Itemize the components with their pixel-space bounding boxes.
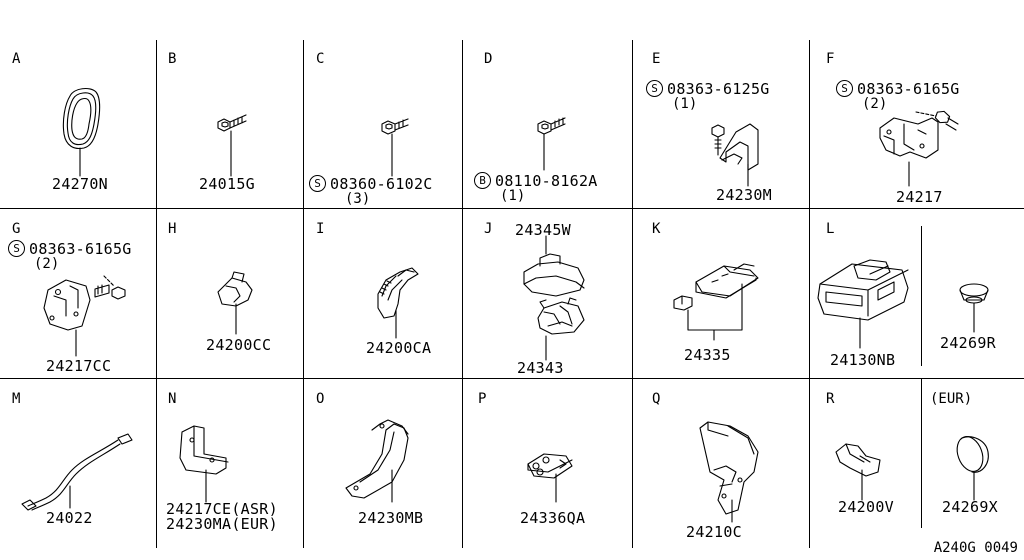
part-number[interactable]: 24015G	[199, 175, 255, 193]
part-number[interactable]: 24130NB	[830, 351, 896, 369]
divider	[462, 378, 463, 548]
divider	[809, 208, 810, 378]
divider	[156, 378, 157, 548]
divider	[921, 378, 922, 528]
divider	[462, 208, 463, 378]
quantity: (3)	[345, 191, 371, 207]
bracket-drawing-g	[43, 275, 126, 357]
cell-letter-o: O	[316, 391, 325, 407]
divider	[0, 378, 1024, 379]
cell-letter-e: E	[652, 51, 661, 67]
clamp-drawing-i	[377, 267, 419, 339]
divider	[156, 40, 157, 208]
part-number[interactable]: 24230M	[716, 186, 772, 204]
cell-letter-d: D	[484, 51, 493, 67]
diagram-code: A240G 0049	[933, 540, 1018, 556]
part-number[interactable]: 24022	[46, 509, 93, 527]
divider	[632, 208, 633, 378]
cell-letter-p: P	[478, 391, 487, 407]
quantity: (2)	[862, 96, 888, 112]
part-number[interactable]: 24336QA	[520, 509, 586, 527]
divider	[809, 378, 810, 548]
part-number[interactable]: 24210C	[686, 523, 742, 541]
bolt-reference[interactable]: 08363-6165G	[29, 240, 132, 258]
divider	[303, 378, 304, 548]
standard-part-circle: S	[8, 240, 25, 257]
bolt-drawing-d	[537, 117, 566, 171]
part-number[interactable]: 24200CC	[206, 336, 272, 354]
cell-letter-r: R	[826, 391, 835, 407]
bolt-reference[interactable]: 08360-6102C	[330, 175, 433, 193]
cell-letter-a: A	[12, 51, 21, 67]
cell-letter-b: B	[168, 51, 177, 67]
part-number[interactable]: 24335	[684, 346, 731, 364]
divider	[462, 40, 463, 208]
divider	[632, 378, 633, 548]
divider	[632, 40, 633, 208]
standard-part-circle: S	[836, 80, 853, 97]
divider	[921, 226, 922, 366]
part-number[interactable]: 24217CE(ASR)	[166, 500, 278, 518]
quantity: (1)	[672, 96, 698, 112]
part-number[interactable]: 24217	[896, 188, 943, 206]
divider	[303, 208, 304, 378]
cell-letter-f: F	[826, 51, 835, 67]
clip-drawing-h	[217, 271, 253, 335]
bracket-drawing-e	[711, 123, 759, 187]
part-number[interactable]: 24345W	[515, 221, 571, 239]
cell-letter-m: M	[12, 391, 21, 407]
divider	[809, 40, 810, 208]
part-number[interactable]: 24200CA	[366, 339, 432, 357]
bracket-drawing-f	[879, 110, 959, 187]
cell-letter-l: L	[826, 221, 835, 237]
bolt-reference[interactable]: 08110-8162A	[495, 172, 598, 190]
cell-letter-n: N	[168, 391, 177, 407]
cell-letter-h: H	[168, 221, 177, 237]
cell-letter-q: Q	[652, 391, 661, 407]
part-number[interactable]: 24217CC	[46, 357, 112, 375]
ecm-box-drawing-l	[817, 259, 909, 349]
bracket-drawing-n	[179, 425, 229, 503]
plug-drawing-eur	[956, 436, 989, 501]
quantity: (1)	[500, 188, 526, 204]
part-number[interactable]: 24270N	[52, 175, 108, 193]
cell-letter-j: J	[484, 221, 493, 237]
bolt-reference[interactable]: 08363-6125G	[667, 80, 770, 98]
bolt-drawing-b	[217, 114, 247, 177]
part-number[interactable]: 24343	[517, 359, 564, 377]
cell-letter-g: G	[12, 221, 21, 237]
bolt-drawing-c	[381, 118, 409, 177]
standard-part-circle: S	[646, 80, 663, 97]
quantity: (2)	[34, 256, 60, 272]
connector-drawing-p	[527, 453, 573, 503]
part-number[interactable]: 24200V	[838, 498, 894, 516]
bolt-reference[interactable]: 08363-6165G	[857, 80, 960, 98]
plug-drawing-l	[959, 283, 989, 333]
part-number[interactable]: 24269R	[940, 334, 996, 352]
gasket-ring-drawing	[62, 87, 101, 177]
cell-letter-i: I	[316, 221, 325, 237]
part-number[interactable]: 24230MB	[358, 509, 424, 527]
part-number[interactable]: 24269X	[942, 498, 998, 516]
bracket-drawing-o	[345, 419, 409, 503]
cap-drawing-j	[523, 235, 585, 361]
connector-drawing-k	[673, 263, 759, 341]
clip-drawing-r	[835, 443, 881, 501]
standard-part-circle: S	[309, 175, 326, 192]
divider	[156, 208, 157, 378]
part-number[interactable]: 24230MA(EUR)	[166, 515, 278, 533]
eur-label: (EUR)	[930, 391, 973, 407]
cell-letter-c: C	[316, 51, 325, 67]
divider	[303, 40, 304, 208]
cell-letter-k: K	[652, 221, 661, 237]
standard-part-circle: B	[474, 172, 491, 189]
cable-drawing-m	[21, 433, 133, 511]
bracket-drawing-q	[699, 421, 759, 523]
divider	[0, 208, 1024, 209]
